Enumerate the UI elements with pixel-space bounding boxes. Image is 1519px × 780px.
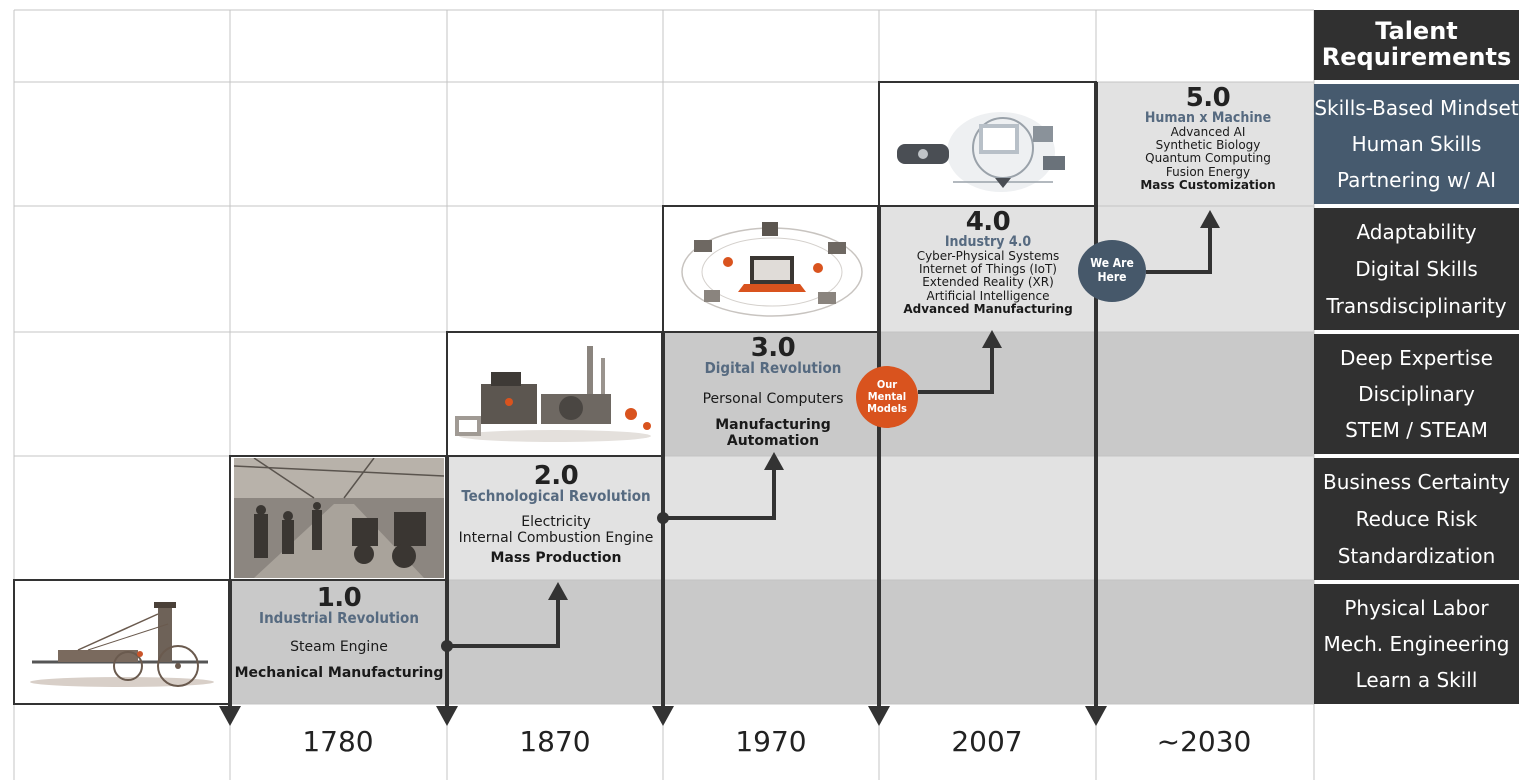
talent-item: Business Certainty [1322,470,1511,495]
connector-dot-icon [657,512,669,524]
talent-item: Human Skills [1351,132,1482,156]
stage-4-title: Industry 4.0 [944,233,1032,250]
talent-item: Reduce Risk [1355,506,1478,531]
stage-3-item: Personal Computers [702,391,844,408]
talent-row-5: Skills-Based Mindset Human Skills Partne… [1314,84,1519,204]
stage-3-block: 3.0 Digital Revolution Personal Computer… [668,333,878,450]
stage-2-item: Electricity [521,514,591,531]
stage-1-item-bold: Mechanical Manufacturing [234,665,444,682]
stage-1-block: 1.0 Industrial Revolution Steam Engine M… [234,583,444,682]
talent-row-3: Deep Expertise Disciplinary STEM / STEAM [1314,334,1519,454]
stage-5-item: Quantum Computing [1145,151,1271,166]
stage-5-number: 5.0 [1185,83,1231,113]
era-band [230,580,1314,704]
badge-line: Mental [867,389,907,403]
stage-2-item: Internal Combustion Engine [458,530,654,547]
stage-4-block: 4.0 Industry 4.0 Cyber-Physical Systems … [883,207,1093,316]
talent-item: Partnering w/ AI [1336,168,1496,192]
stage-1-item: Steam Engine [290,639,388,656]
era-band [1096,82,1314,206]
year-label: 2007 [951,725,1023,758]
stage-4-item: Extended Reality (XR) [922,275,1054,290]
talent-item: Transdisciplinarity [1326,293,1507,318]
stage-2-number: 2.0 [533,461,579,491]
stage-4-number: 4.0 [965,207,1011,237]
down-arrow-icon [868,706,890,726]
stage-2-title: Technological Revolution [461,486,651,505]
down-arrow-icon [436,706,458,726]
badge-line: We Are [1090,256,1134,271]
computers-network-illustration [668,212,876,328]
year-label: 1870 [519,725,591,758]
stage-5-item-bold: Mass Customization [1140,177,1276,192]
badge-line: Models [867,402,907,416]
stage-3-item-bold: Manufacturing Automation [715,417,831,450]
year-label: ~2030 [1156,725,1252,758]
talent-item: Mech. Engineering [1323,632,1510,656]
badge-line: Our [876,377,898,391]
year-label: 1970 [735,725,807,758]
stage-4-item-bold: Advanced Manufacturing [903,301,1073,316]
vr-tech-illustration [883,86,1093,204]
year-label: 1780 [302,725,374,758]
mental-models-badge: Our Mental Models [856,366,918,428]
down-arrow-icon [1085,706,1107,726]
stage-4-item: Cyber-Physical Systems [916,248,1060,263]
talent-item: STEM / STEAM [1345,418,1488,442]
talent-item: Deep Expertise [1340,346,1493,370]
stage-1-number: 1.0 [316,583,362,613]
up-arrow-icon [982,330,1002,348]
talent-item: Digital Skills [1355,256,1478,281]
stage-5-item: Synthetic Biology [1155,138,1261,153]
up-arrow-icon [1200,210,1220,228]
step-connector-line [918,344,994,394]
talent-item: Physical Labor [1344,596,1489,620]
we-are-here-badge: We Are Here [1078,240,1146,302]
step-connector-line [447,596,560,648]
talent-item: Adaptability [1356,220,1477,245]
stage-5-item: Advanced AI [1170,124,1246,139]
down-arrow-icon [219,706,241,726]
talent-header: Talent Requirements [1314,10,1519,80]
talent-header-line: Talent [1375,17,1458,45]
talent-row-2: Business Certainty Reduce Risk Standardi… [1314,458,1519,580]
talent-item: Disciplinary [1358,382,1475,406]
step-connector-line [1146,224,1212,274]
stage-2-block: 2.0 Technological Revolution Electricity… [451,461,661,567]
stage-3-number: 3.0 [750,333,796,363]
stage-1-title: Industrial Revolution [259,608,419,627]
talent-row-4: Adaptability Digital Skills Transdiscipl… [1314,208,1519,330]
badge-line: Here [1097,270,1127,284]
step-connector-line [663,466,776,520]
connector-dot-icon [441,640,453,652]
stage-5-item: Fusion Energy [1165,164,1251,179]
talent-item: Standardization [1337,543,1496,568]
stage-5-title: Human x Machine [1144,109,1272,126]
steam-engine-illustration [18,584,226,700]
stage-5-block: 5.0 Human x Machine Advanced AI Syntheti… [1104,83,1312,192]
industrial-machinery-illustration [451,334,661,450]
talent-item: Skills-Based Mindset [1314,96,1519,120]
stage-3-title: Digital Revolution [704,358,842,377]
factory-photo [234,458,444,578]
talent-header-line: Requirements [1321,42,1512,71]
talent-row-1: Physical Labor Mech. Engineering Learn a… [1314,584,1519,704]
up-arrow-icon [764,452,784,470]
stage-4-item: Internet of Things (IoT) [919,262,1057,277]
stage-2-item-bold: Mass Production [490,550,622,567]
talent-item: Learn a Skill [1355,668,1478,692]
stage-4-item: Artificial Intelligence [926,288,1050,303]
up-arrow-icon [548,582,568,600]
down-arrow-icon [652,706,674,726]
